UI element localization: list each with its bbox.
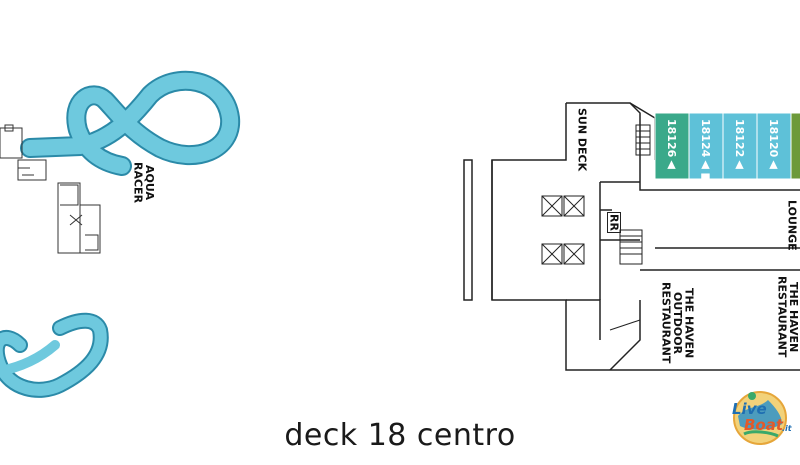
deck-caption: deck 18 centro <box>284 418 516 453</box>
haven-outdoor-label: THE HAVEN OUTDOOR RESTAURANT <box>659 282 696 364</box>
logo-line1: Live <box>732 400 767 418</box>
aqua-racer-slide <box>20 70 241 176</box>
left-structure <box>0 124 101 254</box>
haven-restaurant-label: THE HAVEN RESTAURANT <box>775 276 800 358</box>
logo-suffix: .it <box>782 424 792 433</box>
cabin-number-label: 18122▲ <box>733 119 746 171</box>
cabin-18126 <box>654 112 690 180</box>
aqua-racer-label: AQUA RACER <box>131 162 157 204</box>
liveboat-logo: Live Boat .it <box>722 386 798 448</box>
lounge-label: LOUNGE <box>785 200 799 251</box>
elevators <box>541 124 651 265</box>
logo-line2: Boat <box>744 416 784 434</box>
sun-deck-label: SUN DECK <box>575 108 589 172</box>
cabin-18124 <box>688 112 724 180</box>
globe-icon <box>733 391 787 445</box>
cabin-number-label: 18120▲ <box>767 119 780 171</box>
cabin-18120 <box>756 112 792 180</box>
bottom-slide <box>0 312 109 398</box>
cabin-number-label: 18126▲ <box>665 119 678 171</box>
rr-label: RR <box>607 212 621 233</box>
cabin-block <box>790 112 800 180</box>
cabins <box>654 112 800 180</box>
cabin-number-label: 18124▲■ <box>699 119 712 184</box>
